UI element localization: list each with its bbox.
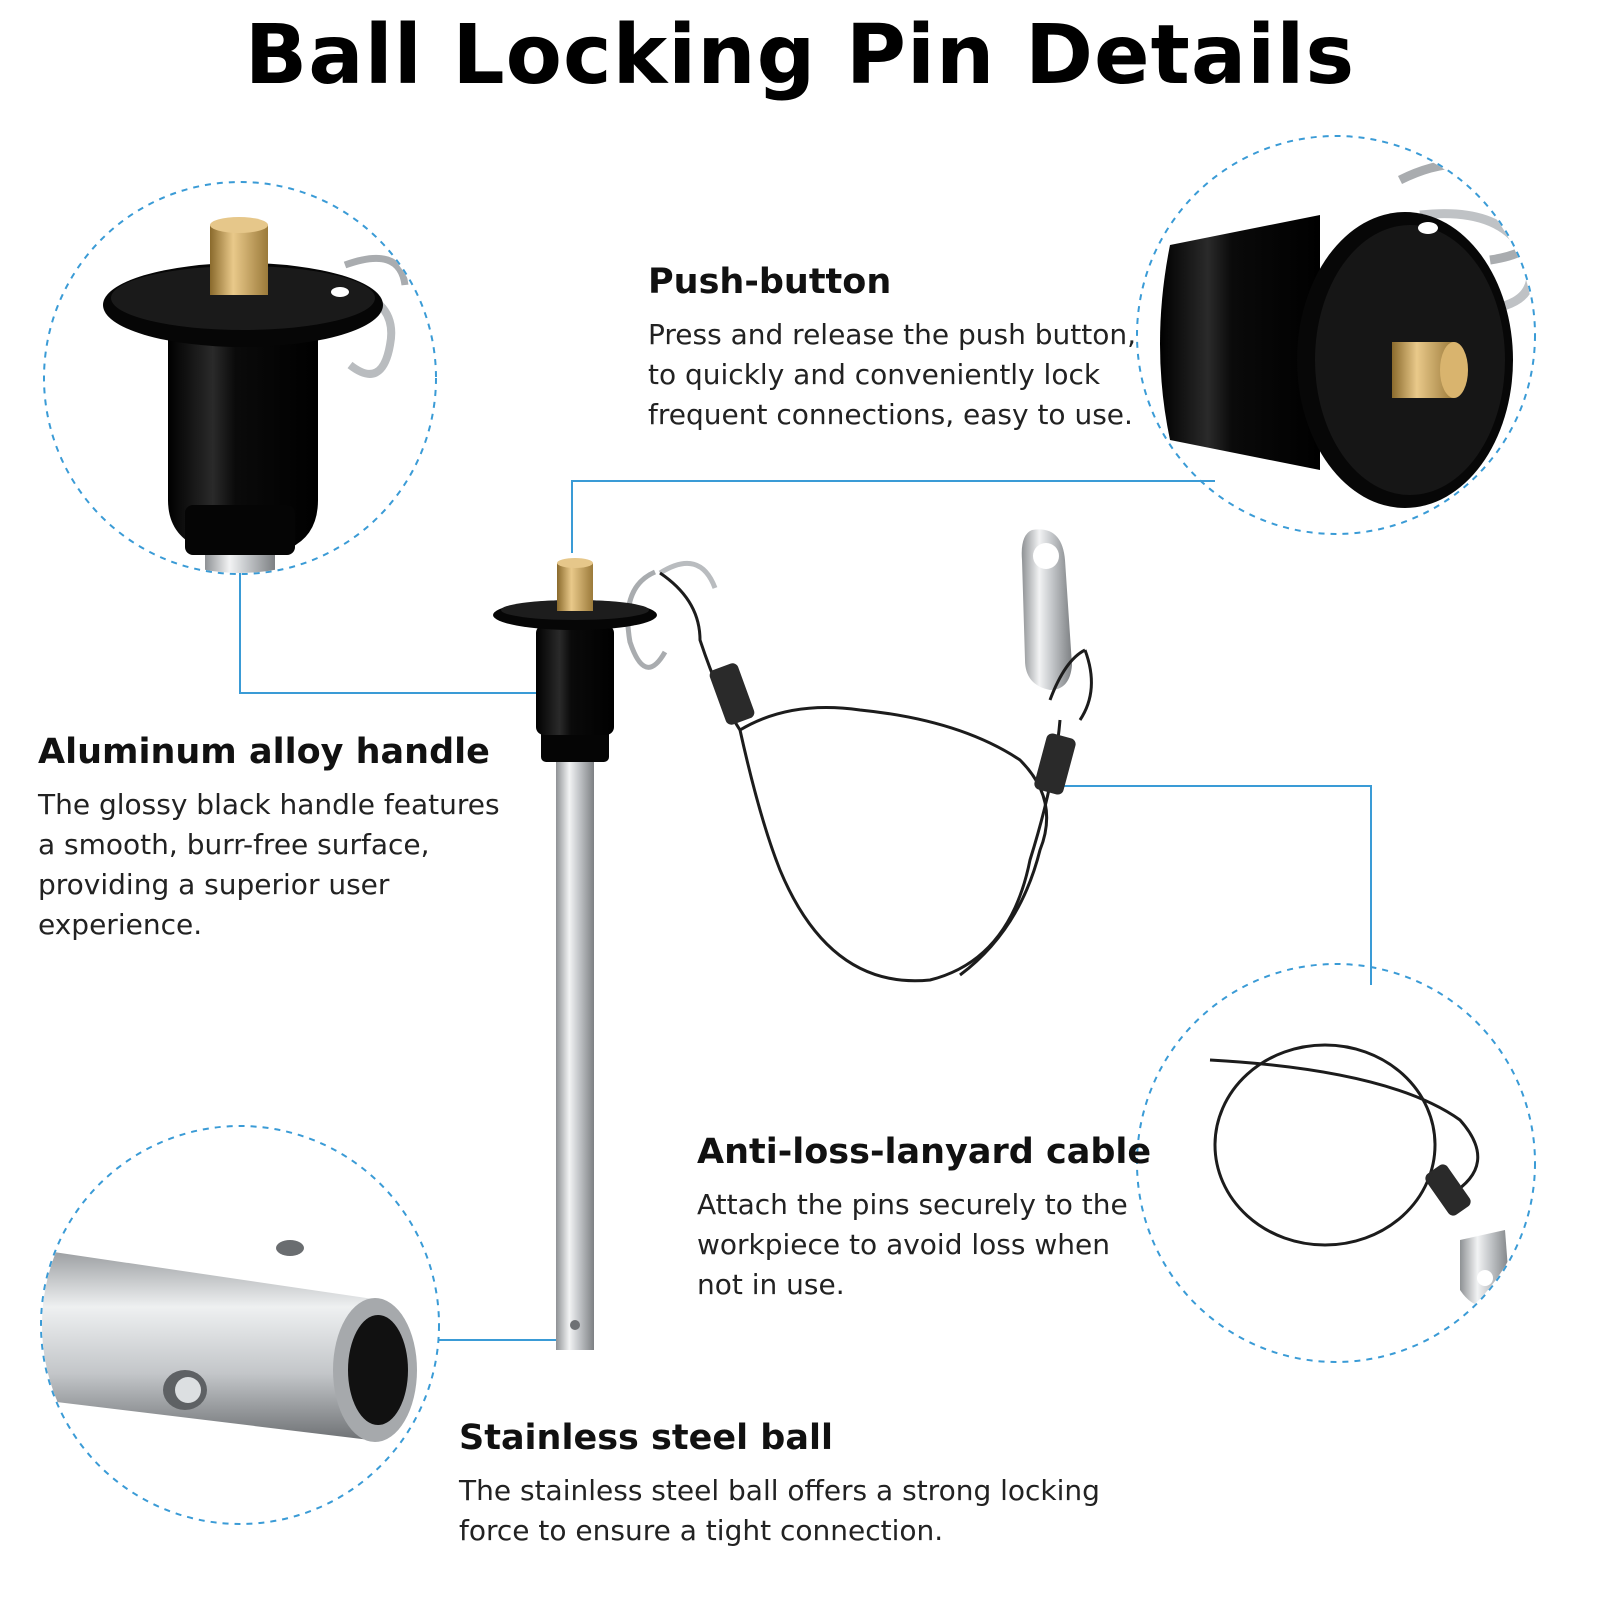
cable-detail-icon xyxy=(1209,1043,1510,1307)
description-line: workpiece to avoid loss when xyxy=(697,1228,1110,1261)
description-line: The glossy black handle features xyxy=(38,788,500,821)
callout-line-push-button xyxy=(571,480,1215,553)
description-line: frequent connections, easy to use. xyxy=(648,398,1133,431)
detail-circle-cable xyxy=(1136,963,1536,1363)
push-button-heading: Push-button xyxy=(648,262,892,302)
ball-locking-pin-icon xyxy=(493,558,718,1350)
page-title: Ball Locking Pin Details xyxy=(244,8,1356,103)
detail-circle-ball xyxy=(40,1125,440,1525)
description-line: providing a superior user xyxy=(38,868,390,901)
description-line: experience. xyxy=(38,908,203,941)
description-line: to quickly and conveniently lock xyxy=(648,358,1101,391)
handle-heading: Aluminum alloy handle xyxy=(38,732,490,772)
description-line: Attach the pins securely to the xyxy=(697,1188,1128,1221)
callout-line-handle xyxy=(239,573,585,694)
callout-line-cable xyxy=(1040,785,1372,985)
callout-lines xyxy=(239,480,1372,1341)
description-line: force to ensure a tight connection. xyxy=(459,1514,944,1547)
handle-description: The glossy black handle features a smoot… xyxy=(38,785,500,945)
description-line: not in use. xyxy=(697,1268,845,1301)
description-line: Press and release the push button, xyxy=(648,318,1137,351)
cable-description: Attach the pins securely to the workpiec… xyxy=(697,1185,1128,1305)
ball-description: The stainless steel ball offers a strong… xyxy=(459,1471,1100,1551)
lanyard-cable-icon xyxy=(659,529,1093,983)
ball-detail-icon xyxy=(42,1240,417,1442)
description-line: a smooth, burr-free surface, xyxy=(38,828,430,861)
cable-heading: Anti-loss-lanyard cable xyxy=(697,1132,1152,1172)
detail-circle-handle xyxy=(43,181,437,575)
push-button-description: Press and release the push button, to qu… xyxy=(648,315,1136,435)
handle-detail-icon xyxy=(103,217,409,573)
detail-circle-push-button xyxy=(1136,135,1536,535)
description-line: The stainless steel ball offers a strong… xyxy=(459,1474,1100,1507)
push-button-detail-icon xyxy=(1160,159,1534,508)
callout-line-ball xyxy=(438,1325,566,1341)
ball-heading: Stainless steel ball xyxy=(459,1418,833,1458)
